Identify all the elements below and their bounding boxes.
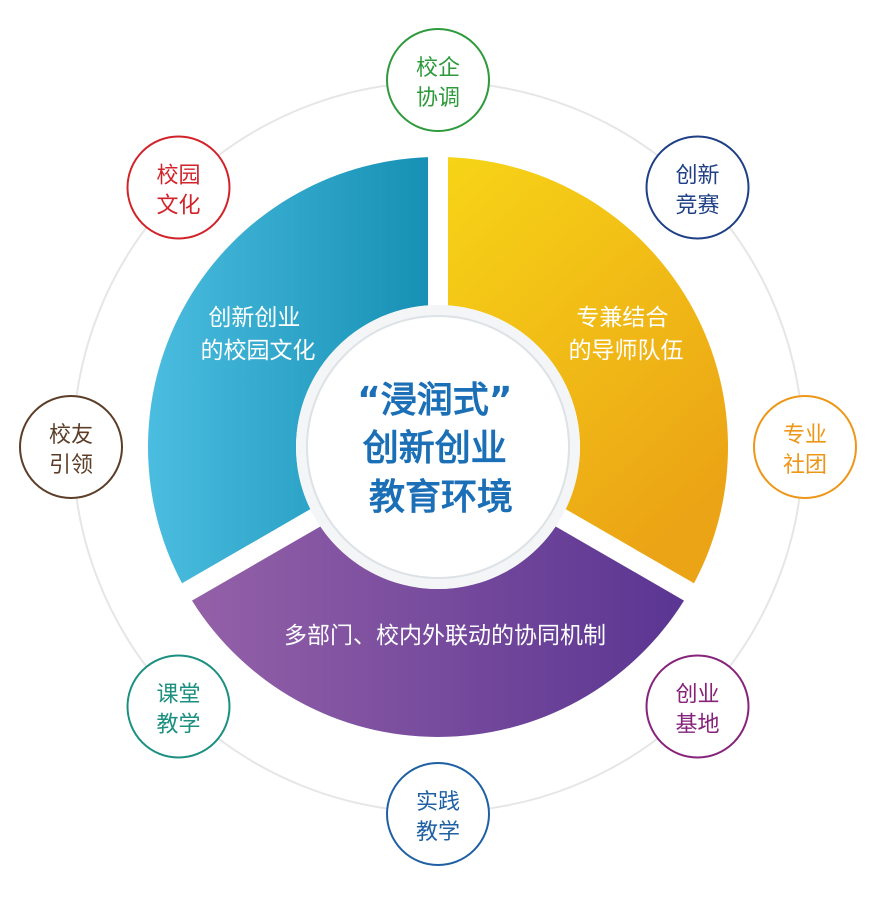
node-label-line2: 教学 (156, 713, 200, 738)
center-circle (306, 315, 570, 579)
node-label-line1: 创新 (676, 163, 720, 188)
node-label-line2: 基地 (676, 713, 720, 738)
center-title: “浸润式” 创新创业 教育环境 (357, 380, 525, 518)
segment-coordination-mechanism (192, 526, 684, 738)
node-label-line2: 社团 (783, 453, 827, 478)
segment-campus-culture (148, 157, 429, 584)
node-label-line1: 专业 (783, 423, 827, 448)
node-xiaoyuan: 校园文化 (126, 135, 231, 240)
node-label-line2: 文化 (156, 193, 200, 218)
node-label-line1: 校企 (416, 56, 460, 81)
node-circle (645, 654, 750, 759)
node-circle (126, 654, 231, 759)
segment-mentor-team (447, 157, 728, 584)
node-label-line1: 实践 (416, 790, 460, 815)
node-label-line1: 课堂 (156, 683, 200, 708)
node-label-line1: 校园 (156, 163, 200, 188)
node-circle (19, 395, 123, 499)
segment-bottom-label: 多部门、校内外联动的协同机制 (284, 623, 606, 649)
segment-right-label: 专兼结合 的导师队伍 (569, 305, 684, 364)
node-label-line1: 创业 (676, 683, 720, 708)
node-circle (645, 135, 750, 240)
node-circle (386, 28, 490, 132)
segment-left-label: 创新创业 的校园文化 (201, 305, 316, 364)
node-label-line1: 校友 (49, 423, 93, 448)
node-label-line2: 引领 (49, 453, 93, 478)
node-label-line2: 教学 (416, 820, 460, 845)
node-label-line2: 竞赛 (676, 193, 720, 218)
node-circle (386, 762, 490, 866)
node-circle (753, 395, 857, 499)
node-circle (126, 135, 231, 240)
node-label-line2: 协调 (416, 86, 460, 111)
